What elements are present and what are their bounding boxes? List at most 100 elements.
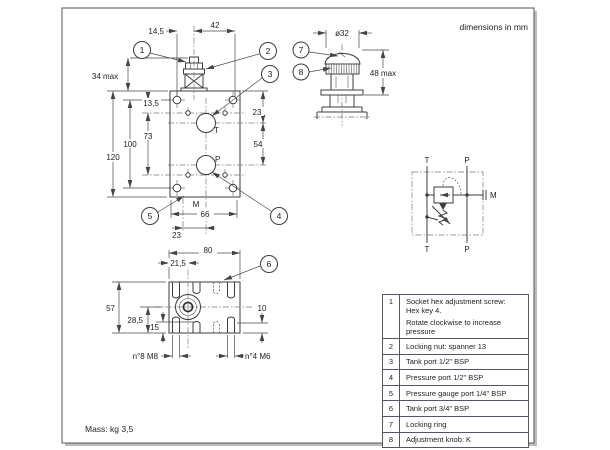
- part-description: Locking nut: spanner 13: [406, 341, 487, 351]
- front-callouts: 1 2 3 4 5: [133, 41, 288, 225]
- callout-4-number: 4: [277, 211, 282, 221]
- dim-57: 57: [106, 304, 115, 313]
- part-desc-line: Rotate clockwise to increase: [406, 318, 502, 327]
- callout-5: [141, 207, 159, 225]
- pilot-line: [442, 177, 462, 196]
- schematic-m-label: M: [490, 191, 497, 200]
- dim-23-right: 23: [253, 108, 262, 117]
- parts-row-2: 2 Locking nut: spanner 13: [383, 339, 528, 355]
- port-label-t: T: [214, 126, 219, 135]
- callout-4: [270, 207, 288, 225]
- callout-8-number: 8: [299, 67, 304, 77]
- callout-2: [259, 42, 277, 60]
- part-description: Pressure port 1/2" BSP: [406, 372, 484, 382]
- valve-body-top: [316, 95, 368, 119]
- bottom-centerlines: [154, 258, 252, 348]
- callout-6-number: 6: [267, 259, 272, 269]
- dim-34max: 34 max: [92, 72, 118, 81]
- callout-1: [133, 41, 151, 59]
- callout-7: [292, 41, 310, 59]
- units-note: dimensions in mm: [459, 22, 529, 32]
- schematic-t-top: T: [425, 156, 430, 165]
- parts-row-5: 5 Pressure gauge port 1/4" BSP: [383, 385, 528, 402]
- valve-seat: [439, 203, 447, 210]
- dim-54: 54: [254, 140, 263, 149]
- drawing-frame: [61, 7, 537, 446]
- adjustability-arrow: [431, 205, 451, 225]
- hydraulic-schematic: T P T P M: [411, 156, 497, 254]
- schematic-envelope: [411, 171, 484, 236]
- mass-note: Mass: kg 3,5: [85, 424, 134, 434]
- part-number: 6: [383, 401, 400, 416]
- callout-7-number: 7: [299, 45, 304, 55]
- schematic-p-top: P: [464, 156, 469, 165]
- part-number: 2: [383, 339, 400, 354]
- bottom-dimensions: 80 21,5 57 28,5 15 10 n°8 M8: [106, 245, 271, 361]
- part-number: 4: [383, 370, 400, 385]
- side-view: ø32 48 max 7 8: [292, 29, 398, 126]
- gauge-port-m-label: M: [193, 200, 200, 209]
- parts-table: 1 Socket hex adjustment screw: Hex key 4…: [382, 294, 529, 449]
- dim-10: 10: [258, 304, 267, 313]
- dim-42: 42: [211, 21, 220, 30]
- thread-spec-m6: n°4 M6: [245, 352, 271, 361]
- knob-flange: [320, 89, 364, 96]
- front-view: T P 14,5 42 34 max 120 100: [92, 21, 288, 240]
- callout-1-number: 1: [140, 45, 145, 55]
- bottom-view: 80 21,5 57 28,5 15 10 n°8 M8: [106, 245, 278, 361]
- dim-73: 73: [144, 132, 153, 141]
- front-dimensions: 14,5 42 34 max 120 100 13,5 73: [92, 21, 268, 240]
- parts-row-8: 8 Adjustment knob: K: [383, 432, 528, 448]
- part-desc-line: Socket hex adjustment screw:: [406, 297, 506, 306]
- dim-15: 15: [150, 323, 159, 332]
- callout-6: [260, 255, 278, 273]
- dim-13-5: 13,5: [143, 99, 159, 108]
- valve-body-front: [169, 90, 241, 198]
- dim-80: 80: [204, 246, 213, 255]
- part-desc-line: Hex key 4.: [406, 306, 442, 315]
- part-description: Socket hex adjustment screw: Hex key 4. …: [400, 295, 528, 338]
- dim-100: 100: [123, 140, 137, 149]
- part-description: Adjustment knob: K: [406, 435, 472, 445]
- callout-2-number: 2: [266, 46, 271, 56]
- valve-body-bottom: [168, 281, 241, 334]
- dim-48max: 48 max: [370, 69, 396, 78]
- tp-lines: [426, 166, 468, 243]
- dim-dia32: ø32: [335, 29, 349, 38]
- dim-21-5: 21,5: [170, 259, 186, 268]
- parts-row-3: 3 Tank port 1/2" BSP: [383, 354, 528, 371]
- part-number: 7: [383, 416, 400, 432]
- mounting-holes: [172, 95, 238, 193]
- pressure-port-P: [196, 155, 216, 175]
- callout-3-number: 3: [268, 69, 273, 79]
- part-description: Tank port 3/4" BSP: [406, 404, 470, 414]
- part-number: 8: [383, 432, 400, 448]
- parts-row-4: 4 Pressure port 1/2" BSP: [383, 370, 528, 386]
- schematic-p-bottom: P: [464, 245, 469, 254]
- dim-23-bottom: 23: [172, 231, 181, 240]
- part-number: 3: [383, 354, 400, 370]
- dim-28-5: 28,5: [127, 316, 143, 325]
- callout-5-number: 5: [148, 211, 153, 221]
- gauge-port-symbol: [482, 190, 487, 200]
- side-tank-port: [175, 294, 201, 320]
- parts-row-1: 1 Socket hex adjustment screw: Hex key 4…: [383, 295, 528, 339]
- dim-14-5: 14,5: [148, 27, 164, 36]
- part-description: Tank port 1/2" BSP: [406, 357, 470, 367]
- part-desc-line: pressure: [406, 327, 436, 336]
- threaded-holes: [172, 282, 235, 333]
- schematic-t-bottom: T: [425, 245, 430, 254]
- tank-port-T: [196, 113, 216, 133]
- callout-8: [292, 63, 310, 81]
- dim-120: 120: [106, 153, 120, 162]
- parts-row-7: 7 Locking ring: [383, 416, 528, 433]
- port-label-p: P: [215, 155, 220, 164]
- thread-spec-m8: n°8 M8: [133, 352, 159, 361]
- dim-66: 66: [201, 210, 210, 219]
- part-number: 5: [383, 385, 400, 401]
- parts-row-6: 6 Tank port 3/4" BSP: [383, 401, 528, 417]
- part-description: Pressure gauge port 1/4" BSP: [406, 388, 507, 398]
- callout-3: [261, 65, 279, 83]
